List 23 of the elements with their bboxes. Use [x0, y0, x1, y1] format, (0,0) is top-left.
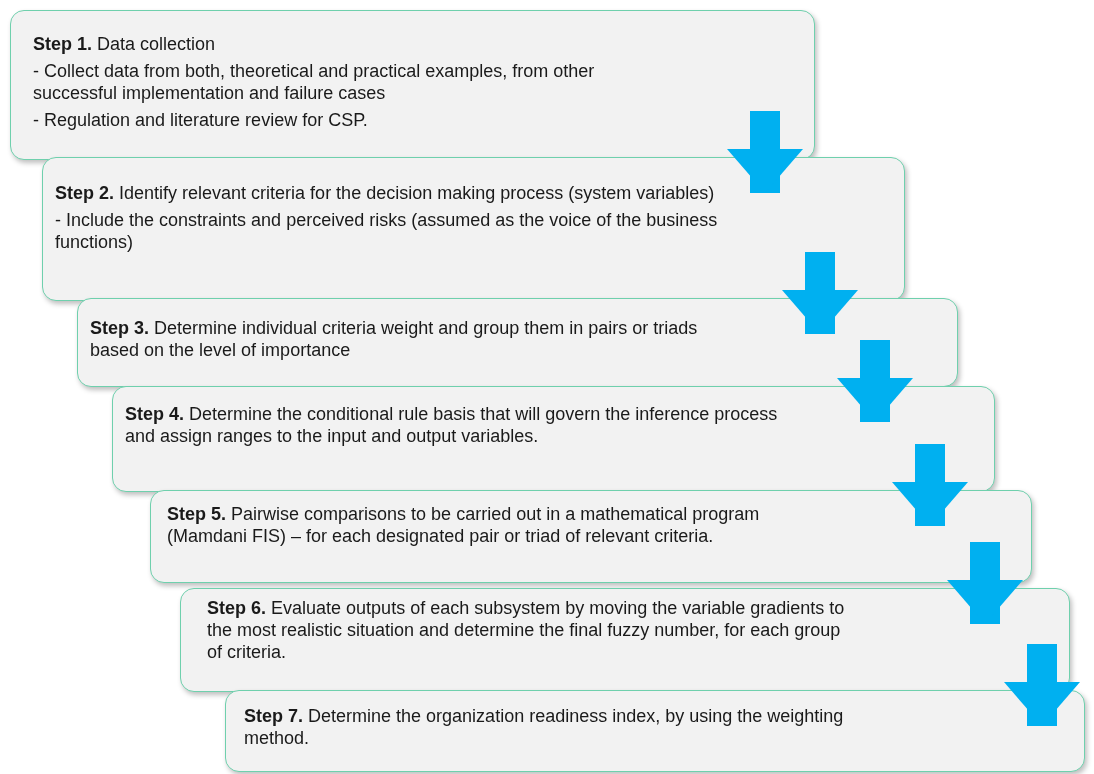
step-text: Step 7. Determine the organization readiness index, by using the weighting method. — [244, 705, 845, 749]
step-text: Step 3. Determine individual criteria weight and group them in pairs or triads based on the level of importance — [90, 317, 699, 361]
step-box — [180, 588, 1070, 692]
block-arrow — [892, 444, 968, 526]
step-text: Step 4. Determine the conditional rule basis that will govern the inference process and assign ranges to the input and output variables. — [125, 403, 779, 447]
block-arrow — [1004, 644, 1080, 726]
block-arrow — [947, 542, 1023, 624]
step-text: - Collect data from both, theoretical and practical examples, from other successful implementation and failure cases — [33, 60, 596, 104]
step-text: Step 6. Evaluate outputs of each subsystem by moving the variable gradients to the most realistic situation and determine the final fuzzy number, for each group of criteria. — [207, 597, 846, 663]
step-box — [10, 10, 815, 160]
step-box — [225, 690, 1085, 772]
step-text: Step 1. Data collection — [33, 33, 217, 55]
step-text: - Regulation and literature review for CSP. — [33, 109, 369, 131]
step-text: Step 2. Identify relevant criteria for the decision making process (system variables) — [55, 182, 716, 204]
step-text: Step 5. Pairwise comparisons to be carried out in a mathematical program (Mamdani FIS) – for each designated pair or triad of relevant criteria. — [167, 503, 761, 547]
step-box — [150, 490, 1032, 583]
block-arrow — [782, 252, 858, 334]
block-arrow — [837, 340, 913, 422]
step-box — [77, 298, 958, 387]
block-arrow — [727, 111, 803, 193]
step-text: - Include the constraints and perceived risks (assumed as the voice of the business functions) — [55, 209, 719, 253]
step-box — [112, 386, 995, 492]
step-box — [42, 157, 905, 301]
